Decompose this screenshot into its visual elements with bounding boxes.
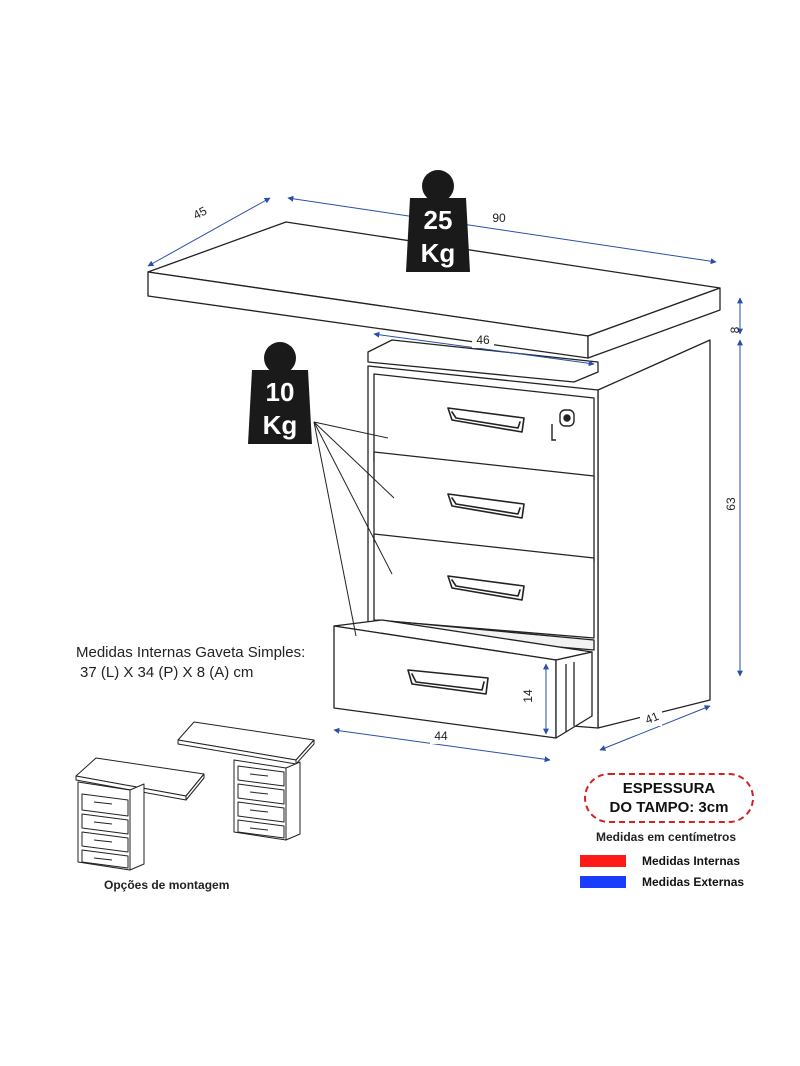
mounting-option-left [75,757,205,871]
dimension-lines [147,195,743,763]
units-note: Medidas em centímetros [596,830,737,844]
dim-pedestal-height: 63 [724,497,738,511]
dim-top-thickness: 8 [728,326,742,333]
thickness-line-1: ESPESSURA [622,780,716,797]
pedestal-cabinet [333,339,711,739]
dim-drawer-height: 14 [521,689,535,703]
legend-external: Medidas Externas [580,875,744,889]
mounting-caption: Opções de montagem [104,878,230,892]
legend-label-internal: Medidas Internas [642,854,741,868]
top-thickness-callout: ESPESSURA DO TAMPO: 3cm [584,773,754,823]
dim-pedestal-width: 46 [476,333,490,347]
drawer-internal-title: Medidas Internas Gaveta Simples: [76,644,306,661]
legend-swatch-external [580,876,626,888]
dim-pedestal-depth: 41 [643,709,661,727]
weight-25-value: 25 [424,205,453,235]
legend-swatch-internal [580,855,626,867]
weight-icon-10kg: 10 Kg [248,342,312,444]
mounting-option-right [177,721,315,841]
dimension-labels: 45 90 46 8 63 14 44 41 [190,204,742,744]
dim-top-depth: 45 [191,204,210,223]
legend-label-external: Medidas Externas [642,875,745,889]
drawer-handles [407,407,525,695]
weight-10-unit: Kg [263,410,298,440]
lock-icon [551,409,575,441]
dim-drawer-width: 44 [434,729,448,743]
legend-internal: Medidas Internas [580,854,740,868]
weight-25-unit: Kg [421,238,456,268]
weight-icon-25kg: 25 Kg [406,170,470,272]
weight-10-value: 10 [266,377,295,407]
dim-top-width: 90 [492,211,506,225]
thickness-line-2: DO TAMPO: 3cm [609,799,729,816]
weight-leader-lines [313,421,395,637]
drawer-internal-size: 37 (L) X 34 (P) X 8 (A) cm [80,664,254,681]
